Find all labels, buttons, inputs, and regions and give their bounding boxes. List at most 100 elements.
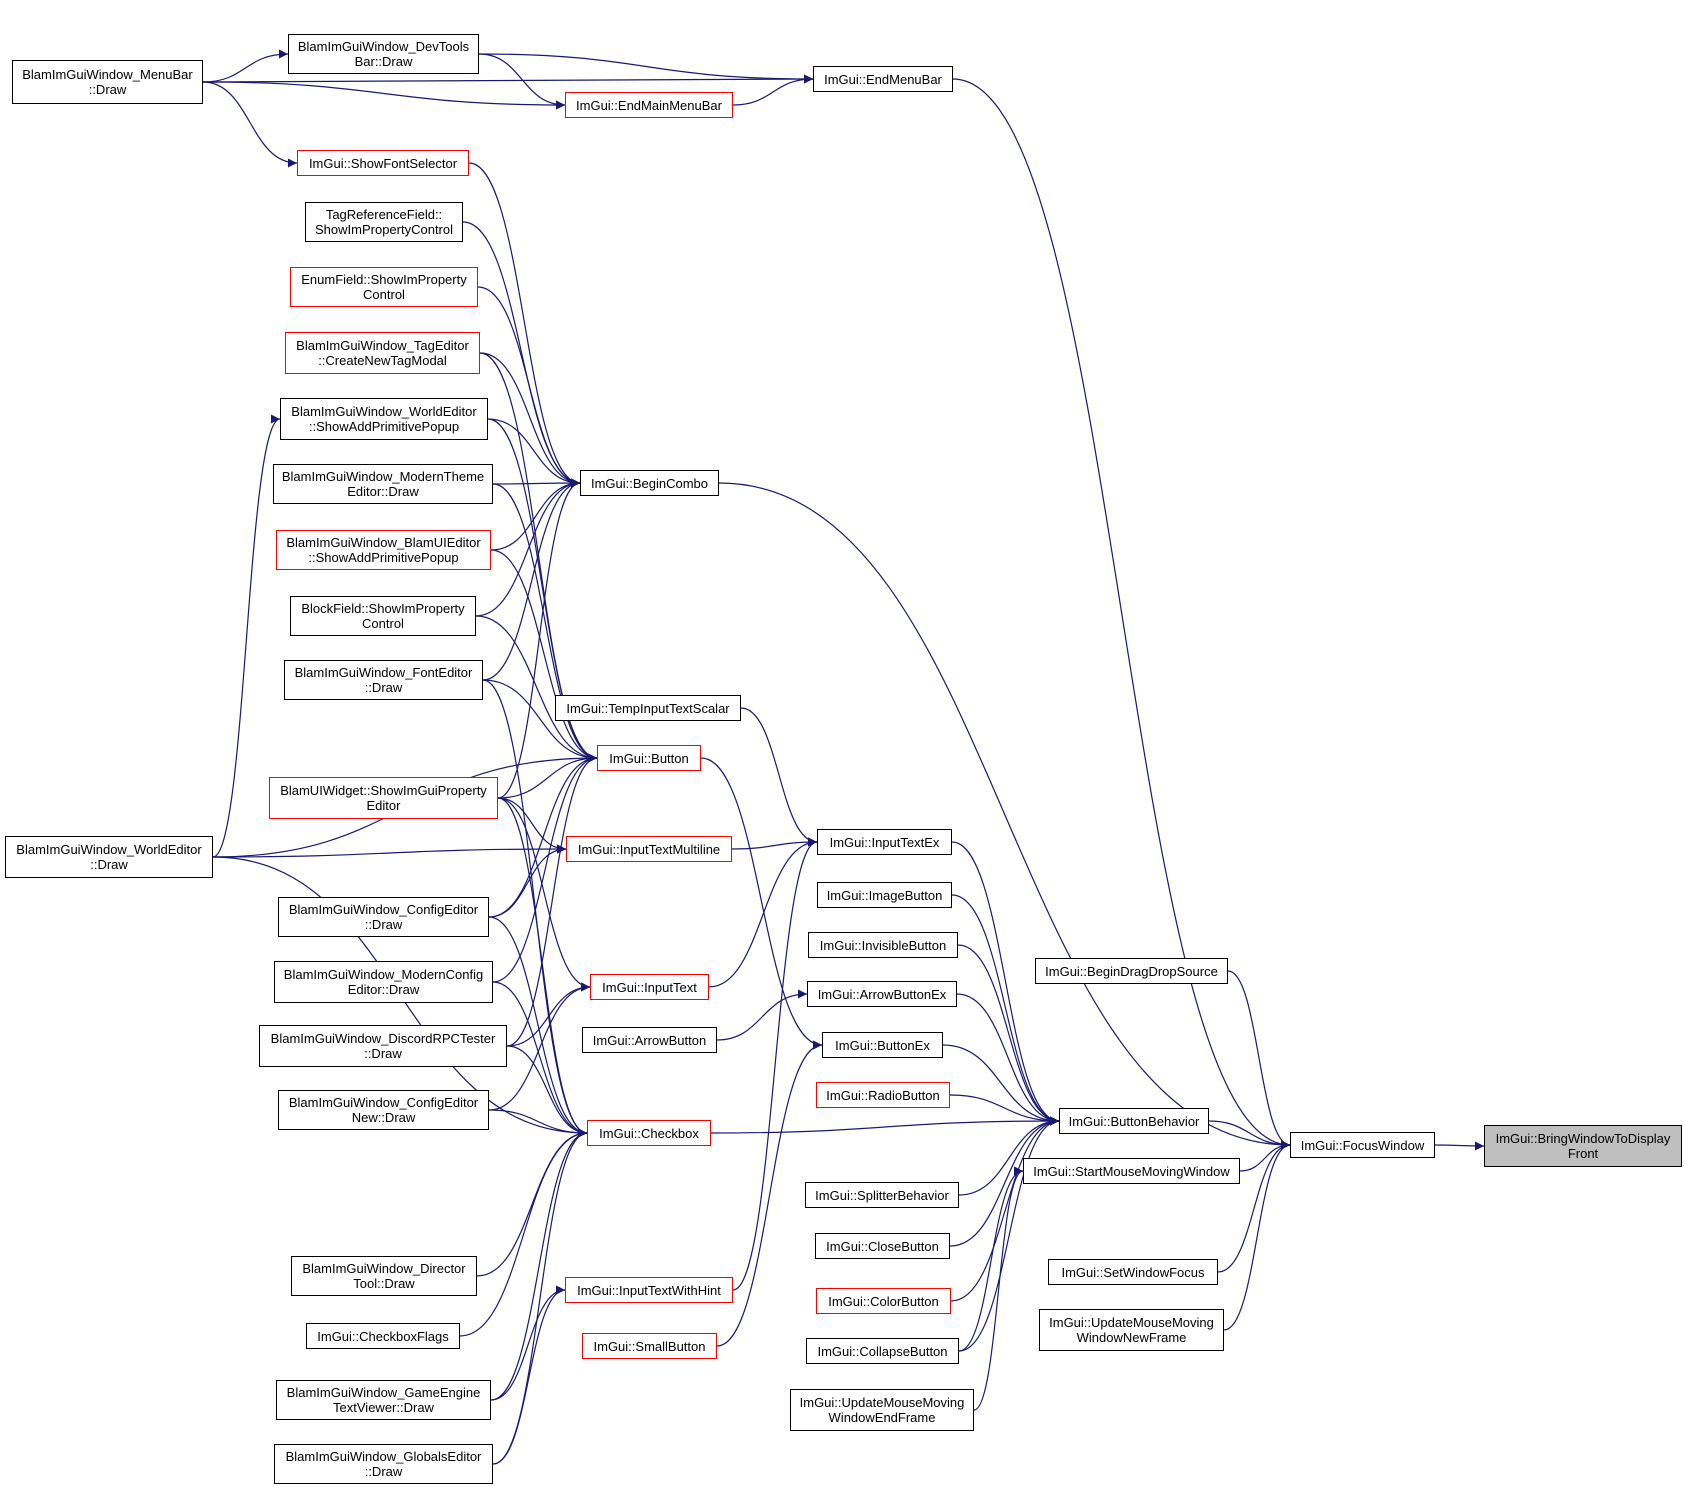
node-arrow-button-ex[interactable]: ImGui::ArrowButtonEx: [807, 981, 957, 1007]
node-worldeditor-draw[interactable]: BlamImGuiWindow_WorldEditor ::Draw: [5, 836, 213, 878]
node-invisible-button[interactable]: ImGui::InvisibleButton: [808, 932, 958, 958]
node-label: BlamImGuiWindow_GlobalsEditor ::Draw: [285, 1449, 482, 1479]
node-label: BlamUIWidget::ShowImGuiProperty Editor: [280, 783, 487, 813]
node-label: BlamImGuiWindow_DiscordRPCTester ::Draw: [270, 1031, 496, 1061]
node-label: ImGui::BeginCombo: [590, 475, 709, 491]
node-label: ImGui::RadioButton: [826, 1087, 940, 1103]
edge-collapse-button-to-button-behavior: [958, 1116, 1060, 1352]
edge-configeditornew-draw-to-checkbox: [488, 1109, 588, 1138]
edge-small-button-to-button-ex: [716, 1040, 823, 1347]
node-update-end-frame[interactable]: ImGui::UpdateMouseMoving WindowEndFrame: [790, 1389, 974, 1431]
node-begin-combo[interactable]: ImGui::BeginCombo: [580, 470, 719, 496]
node-blamui-widget[interactable]: BlamUIWidget::ShowImGuiProperty Editor: [269, 777, 498, 819]
edge-configeditor-draw-to-checkbox: [488, 916, 588, 1138]
node-focus-window[interactable]: ImGui::FocusWindow: [1290, 1132, 1435, 1158]
node-label: ImGui::ArrowButton: [592, 1032, 707, 1048]
node-configeditornew-draw[interactable]: BlamImGuiWindow_ConfigEditor New::Draw: [278, 1090, 489, 1130]
node-enum-field[interactable]: EnumField::ShowImProperty Control: [290, 267, 478, 307]
node-update-new-frame[interactable]: ImGui::UpdateMouseMoving WindowNewFrame: [1039, 1309, 1224, 1351]
node-blamui-popup[interactable]: BlamImGuiWindow_BlamUIEditor ::ShowAddPr…: [276, 530, 491, 570]
node-label: BlamImGuiWindow_Director Tool::Draw: [302, 1261, 466, 1291]
node-checkbox-flags[interactable]: ImGui::CheckboxFlags: [306, 1323, 460, 1349]
edge-arrow-button-ex-to-button-behavior: [956, 993, 1060, 1126]
edge-discord-draw-to-checkbox: [506, 1045, 588, 1138]
edge-focus-window-to-bring-front: [1434, 1141, 1485, 1151]
node-show-font-selector[interactable]: ImGui::ShowFontSelector: [297, 150, 469, 176]
node-configeditor-draw[interactable]: BlamImGuiWindow_ConfigEditor ::Draw: [278, 897, 489, 937]
node-collapse-button[interactable]: ImGui::CollapseButton: [806, 1338, 959, 1364]
node-worldeditor-popup[interactable]: BlamImGuiWindow_WorldEditor ::ShowAddPri…: [280, 398, 488, 440]
node-input-text[interactable]: ImGui::InputText: [590, 974, 709, 1000]
node-label: BlockField::ShowImProperty Control: [301, 601, 465, 631]
node-label: ImGui::ImageButton: [826, 887, 943, 903]
node-label: BlamImGuiWindow_ConfigEditor New::Draw: [288, 1095, 479, 1125]
node-label: ImGui::InputTextWithHint: [577, 1282, 721, 1298]
node-fonteditor-draw[interactable]: BlamImGuiWindow_FontEditor ::Draw: [284, 660, 483, 700]
node-button-behavior[interactable]: ImGui::ButtonBehavior: [1059, 1108, 1209, 1134]
edge-temp-input-scalar-to-input-text-ex: [740, 707, 818, 847]
node-label: ImGui::ArrowButtonEx: [817, 986, 947, 1002]
node-bring-front: ImGui::BringWindowToDisplay Front: [1484, 1125, 1682, 1167]
node-image-button[interactable]: ImGui::ImageButton: [817, 882, 952, 908]
node-label: ImGui::TempInputTextScalar: [566, 700, 730, 716]
node-arrow-button[interactable]: ImGui::ArrowButton: [582, 1027, 717, 1053]
node-radio-button[interactable]: ImGui::RadioButton: [816, 1082, 950, 1108]
edge-worldeditor-draw-to-input-multiline: [212, 844, 567, 858]
edge-input-text-to-input-text-ex: [708, 837, 818, 988]
node-input-with-hint[interactable]: ImGui::InputTextWithHint: [565, 1277, 733, 1303]
node-set-window-focus[interactable]: ImGui::SetWindowFocus: [1048, 1259, 1218, 1285]
edge-blamui-widget-to-input-text: [497, 797, 591, 992]
edge-set-window-focus-to-focus-window: [1217, 1140, 1291, 1273]
node-end-menu-bar[interactable]: ImGui::EndMenuBar: [813, 66, 953, 92]
edge-color-button-to-button-behavior: [950, 1116, 1060, 1302]
node-label: BlamImGuiWindow_BlamUIEditor ::ShowAddPr…: [286, 535, 481, 565]
edge-blamui-popup-to-begin-combo: [490, 478, 581, 551]
node-checkbox[interactable]: ImGui::Checkbox: [587, 1120, 711, 1146]
node-close-button[interactable]: ImGui::CloseButton: [815, 1233, 950, 1259]
node-begin-dragdrop[interactable]: ImGui::BeginDragDropSource: [1035, 958, 1228, 984]
node-label: ImGui::EndMainMenuBar: [576, 97, 722, 113]
node-tageditor-modal[interactable]: BlamImGuiWindow_TagEditor ::CreateNewTag…: [285, 332, 480, 374]
node-gameengine-draw[interactable]: BlamImGuiWindow_GameEngine TextViewer::D…: [276, 1380, 491, 1420]
edge-show-font-selector-to-begin-combo: [468, 162, 581, 488]
node-start-mouse-moving[interactable]: ImGui::StartMouseMovingWindow: [1023, 1158, 1240, 1184]
node-label: BlamImGuiWindow_MenuBar ::Draw: [22, 67, 193, 97]
node-devtools-draw[interactable]: BlamImGuiWindow_DevTools Bar::Draw: [288, 34, 479, 74]
node-temp-input-scalar[interactable]: ImGui::TempInputTextScalar: [555, 695, 741, 721]
edge-update-new-frame-to-focus-window: [1223, 1140, 1291, 1331]
edge-fonteditor-draw-to-button: [482, 679, 598, 763]
edge-splitter-behavior-to-button-behavior: [958, 1116, 1060, 1196]
edge-invisible-button-to-button-behavior: [957, 944, 1060, 1126]
edge-end-menu-bar-to-focus-window: [952, 78, 1291, 1150]
edge-begin-combo-to-focus-window: [718, 482, 1291, 1150]
edge-worldeditor-draw-to-worldeditor-popup: [212, 414, 281, 858]
edge-blamui-widget-to-begin-combo: [497, 478, 581, 799]
node-small-button[interactable]: ImGui::SmallButton: [582, 1333, 717, 1359]
edge-menubar-draw-to-show-font-selector: [202, 81, 298, 168]
edge-block-field-to-button: [475, 615, 598, 763]
node-label: ImGui::SetWindowFocus: [1061, 1264, 1205, 1280]
node-modernconfig-draw[interactable]: BlamImGuiWindow_ModernConfig Editor::Dra…: [274, 961, 493, 1003]
node-end-main-menu-bar[interactable]: ImGui::EndMainMenuBar: [565, 92, 733, 118]
edge-tageditor-modal-to-begin-combo: [479, 352, 581, 488]
node-label: ImGui::InputTextEx: [829, 834, 940, 850]
node-label: ImGui::InvisibleButton: [819, 937, 947, 953]
node-button-ex[interactable]: ImGui::ButtonEx: [822, 1032, 943, 1058]
node-globals-draw[interactable]: BlamImGuiWindow_GlobalsEditor ::Draw: [274, 1444, 493, 1484]
node-block-field[interactable]: BlockField::ShowImProperty Control: [290, 596, 476, 636]
node-menubar-draw[interactable]: BlamImGuiWindow_MenuBar ::Draw: [12, 60, 203, 104]
node-color-button[interactable]: ImGui::ColorButton: [816, 1288, 951, 1314]
node-button[interactable]: ImGui::Button: [597, 745, 701, 771]
node-label: ImGui::ShowFontSelector: [308, 155, 458, 171]
node-input-multiline[interactable]: ImGui::InputTextMultiline: [566, 836, 732, 862]
edge-checkbox-to-button-behavior: [710, 1116, 1060, 1134]
node-tagref-field[interactable]: TagReferenceField:: ShowImPropertyContro…: [305, 202, 463, 242]
edge-blamui-popup-to-button: [490, 549, 598, 763]
node-splitter-behavior[interactable]: ImGui::SplitterBehavior: [805, 1182, 959, 1208]
node-moderntheme-draw[interactable]: BlamImGuiWindow_ModernTheme Editor::Draw: [273, 464, 493, 504]
node-input-text-ex[interactable]: ImGui::InputTextEx: [817, 829, 952, 855]
node-director-draw[interactable]: BlamImGuiWindow_Director Tool::Draw: [291, 1256, 477, 1296]
node-discord-draw[interactable]: BlamImGuiWindow_DiscordRPCTester ::Draw: [259, 1025, 507, 1067]
edge-input-text-ex-to-button-behavior: [951, 841, 1060, 1126]
